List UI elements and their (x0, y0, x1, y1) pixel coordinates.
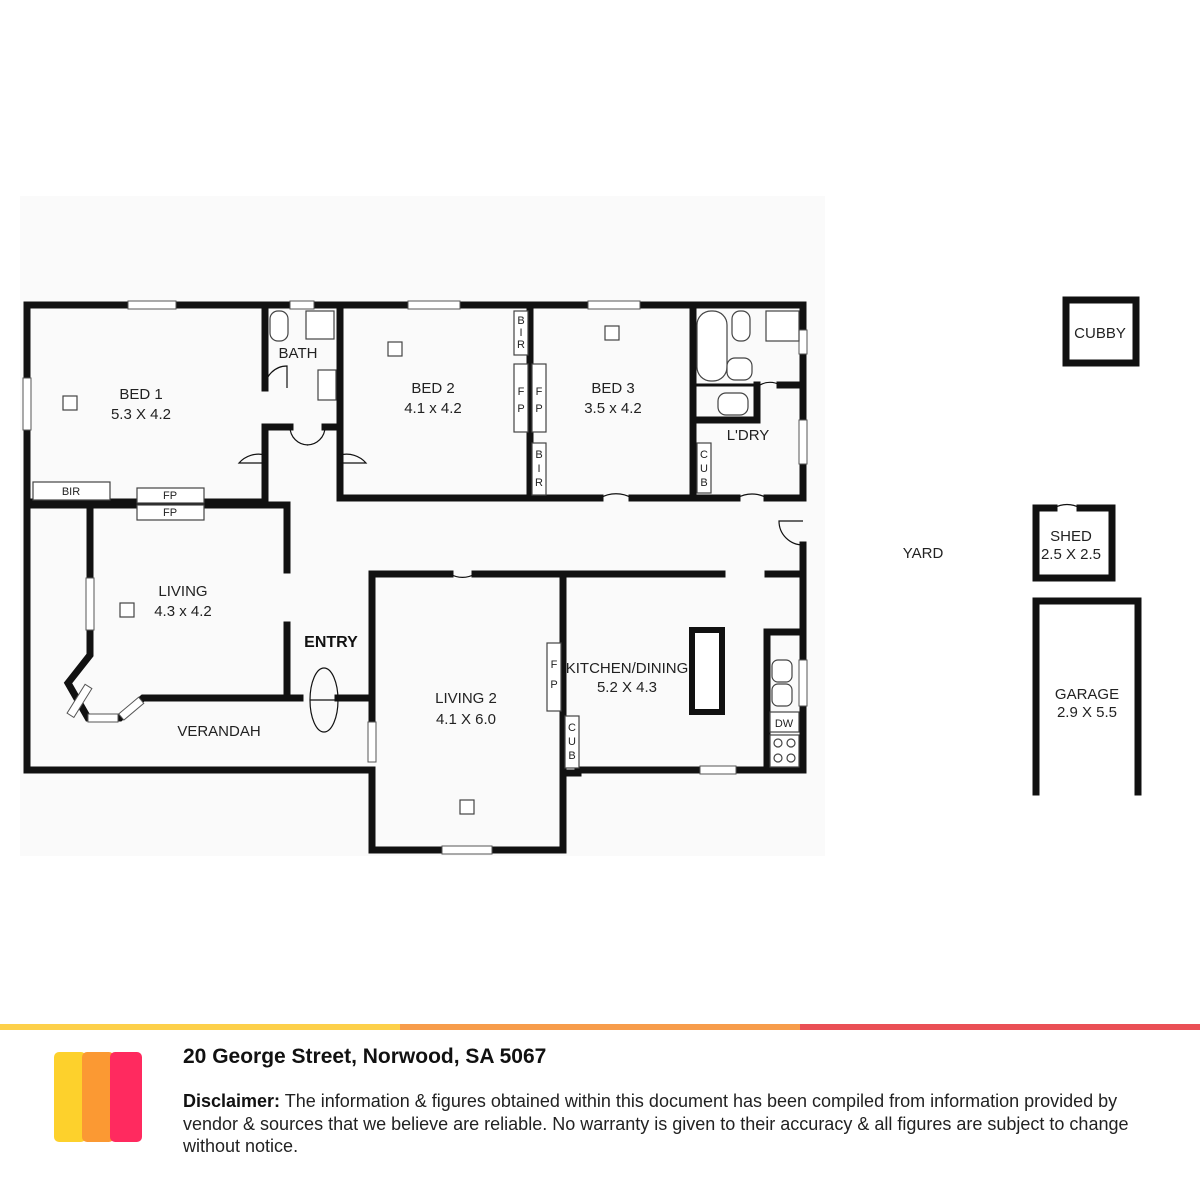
bed1-name: BED 1 (119, 386, 162, 403)
verandah-name: VERANDAH (177, 723, 260, 740)
yard-name: YARD (903, 545, 944, 562)
footer-bar-yellow (0, 1024, 400, 1030)
footer-bar-orange (400, 1024, 800, 1030)
fp-p-bed3: P (535, 403, 542, 415)
shed-size: 2.5 X 2.5 (1041, 546, 1101, 563)
windows (22, 300, 808, 855)
logo-stripe-pink (110, 1052, 142, 1142)
property-address: 20 George Street, Norwood, SA 5067 (183, 1045, 547, 1068)
kitchen-name: KITCHEN/DINING (566, 660, 689, 677)
cub-c-kitchen: C (568, 722, 576, 734)
bir-i-bed3: I (537, 463, 540, 475)
living2-size: 4.1 X 6.0 (436, 711, 496, 728)
cub-c-laundry: C (700, 449, 708, 461)
bir-i-bed2: I (519, 327, 522, 339)
fp-label-living: FP (163, 507, 177, 519)
disclaimer-text: The information & figures obtained withi… (183, 1091, 1129, 1156)
disclaimer: Disclaimer: The information & figures ob… (183, 1090, 1173, 1158)
shed-name: SHED (1050, 528, 1092, 545)
bir-r-bed3: R (535, 477, 543, 489)
dishwasher-label: DW (775, 718, 794, 730)
bath-name: BATH (279, 345, 318, 362)
logo-stripe-yellow (54, 1052, 86, 1142)
bed1-size: 5.3 X 4.2 (111, 406, 171, 423)
garage-size: 2.9 X 5.5 (1057, 704, 1117, 721)
fp-label-bed1: FP (163, 490, 177, 502)
bed3-name: BED 3 (591, 380, 634, 397)
room-labels: BED 1 5.3 X 4.2 BATH BED 2 4.1 x 4.2 BED… (111, 325, 1126, 740)
entry-name: ENTRY (304, 634, 358, 651)
footer-bar-red (800, 1024, 1200, 1030)
cub-u-laundry: U (700, 463, 708, 475)
kitchen-size: 5.2 X 4.3 (597, 679, 657, 696)
cub-b-kitchen: B (568, 750, 575, 762)
bed3-size: 3.5 x 4.2 (584, 400, 642, 417)
cub-u-kitchen: U (568, 736, 576, 748)
bed2-size: 4.1 x 4.2 (404, 400, 462, 417)
disclaimer-label: Disclaimer: (183, 1091, 281, 1111)
living-size: 4.3 x 4.2 (154, 603, 212, 620)
garage-name: GARAGE (1055, 686, 1119, 703)
bed2-name: BED 2 (411, 380, 454, 397)
fp-f-living2: F (551, 659, 558, 671)
brand-logo (54, 1052, 142, 1142)
living2-name: LIVING 2 (435, 690, 497, 707)
cubby-name: CUBBY (1074, 325, 1126, 342)
floor-plan: BIR FP FP B I R F P F P B I R C U B F P … (20, 196, 1142, 856)
fixtures: BIR FP FP B I R F P F P B I R C U B F P … (32, 310, 800, 815)
cub-b-laundry: B (700, 477, 707, 489)
footer-gradient-bar (0, 1024, 1200, 1030)
fp-f-bed3: F (536, 386, 543, 398)
logo-stripe-orange (82, 1052, 114, 1142)
fp-p-bed2: P (517, 403, 524, 415)
fp-f-bed2: F (518, 386, 525, 398)
bir-label-bed1: BIR (62, 486, 80, 498)
laundry-name: L'DRY (727, 427, 770, 444)
bir-b-bed3: B (535, 449, 542, 461)
bir-r-bed2: R (517, 339, 525, 351)
plan-background (20, 196, 825, 856)
doors (237, 365, 1081, 733)
living-name: LIVING (158, 583, 207, 600)
fp-p-living2: P (550, 679, 557, 691)
bir-b-bed2: B (517, 315, 524, 327)
